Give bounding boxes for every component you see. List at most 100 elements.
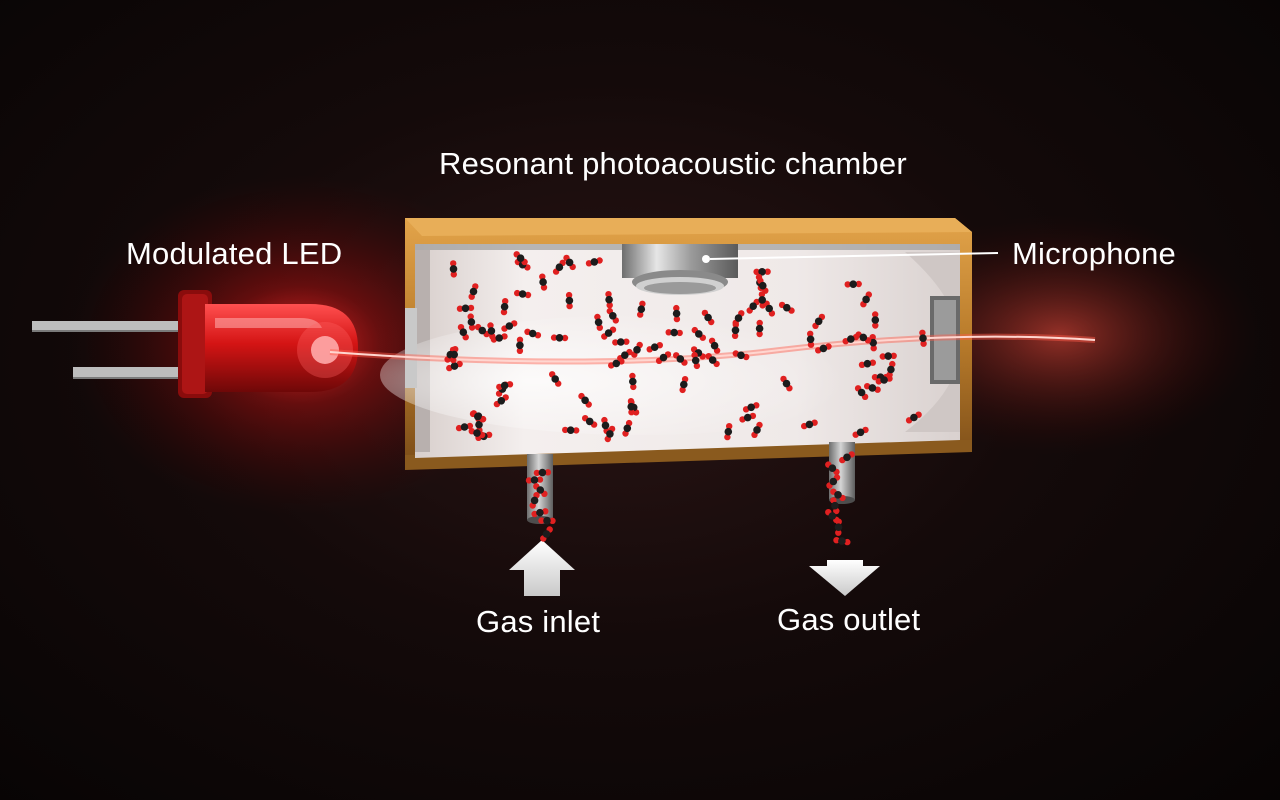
molecule-atom (566, 426, 575, 435)
molecule-atom (621, 351, 629, 360)
molecule-atom (872, 322, 879, 329)
molecule-atom (858, 361, 866, 368)
molecule-atom (452, 346, 459, 353)
molecule-atom (753, 426, 761, 434)
molecule-atom (758, 296, 766, 304)
molecule-atom (759, 281, 767, 290)
molecule-atom (629, 372, 636, 380)
gas-outlet-label: Gas outlet (777, 602, 921, 637)
molecule-atom (844, 281, 851, 288)
molecule-atom (505, 322, 514, 330)
molecule-atom (525, 477, 533, 484)
molecule-atom (862, 295, 870, 304)
molecule-atom (551, 375, 559, 383)
molecule-atom (542, 530, 551, 538)
molecule-atom (764, 268, 771, 275)
molecule-atom (673, 315, 681, 323)
arrow-down-icon (809, 560, 880, 596)
molecule-atom (834, 523, 843, 531)
molecule-atom (562, 426, 569, 434)
molecule-atom (673, 304, 680, 312)
molecule-atom (843, 453, 851, 462)
molecule-atom (665, 329, 672, 336)
arrow-up-icon (509, 540, 575, 596)
molecule-atom (455, 424, 463, 432)
molecule-atom (538, 468, 547, 477)
molecule-atom (605, 295, 613, 304)
molecule-atom (623, 424, 632, 433)
molecule-atom (536, 508, 544, 517)
molecule-atom (805, 420, 814, 429)
molecule-atom (679, 386, 686, 394)
molecule-atom (459, 328, 468, 337)
molecule-atom (849, 280, 857, 289)
molecule-atom (516, 341, 524, 350)
molecule-atom (807, 330, 814, 337)
molecule-atom (829, 477, 838, 486)
molecule-atom (478, 326, 487, 335)
molecule-atom (606, 302, 613, 309)
molecule-atom (731, 332, 739, 339)
molecule-atom (633, 346, 641, 354)
molecule-atom (920, 340, 927, 347)
molecule-atom (889, 360, 896, 368)
molecule-atom (637, 305, 646, 314)
molecule-atom (639, 300, 646, 307)
molecule-atom (814, 317, 823, 326)
molecule-atom (500, 308, 508, 316)
molecule-atom (516, 254, 525, 262)
molecule-atom (627, 398, 635, 405)
molecule-atom (518, 290, 527, 298)
molecule-atom (500, 381, 509, 390)
molecule-atom (497, 397, 506, 405)
molecule-atom (623, 338, 630, 345)
molecule-atom (847, 335, 855, 343)
molecule-atom (884, 352, 892, 360)
molecule-atom (872, 311, 879, 318)
molecule-atom (585, 417, 594, 426)
molecule-atom (487, 327, 496, 335)
molecule-atom (539, 273, 546, 280)
molecule-atom (601, 421, 610, 430)
molecule-atom (502, 298, 509, 305)
molecule-atom (612, 359, 621, 368)
molecule-atom (536, 476, 544, 483)
molecule-atom (880, 376, 888, 384)
molecule-atom (756, 319, 763, 327)
molecule-atom (857, 388, 866, 397)
molecule-atom (855, 280, 862, 288)
molecule-atom (561, 334, 569, 342)
molecule-atom (539, 278, 547, 286)
molecule-atom (869, 338, 877, 347)
molecule-atom (590, 258, 599, 266)
molecule-atom (530, 496, 539, 505)
gas-inlet-label: Gas inlet (476, 604, 601, 639)
molecule-atom (450, 260, 457, 267)
microphone-label: Microphone (1012, 236, 1176, 271)
molecule-atom (693, 362, 701, 370)
molecule-atom (566, 302, 573, 310)
molecule-atom (516, 347, 524, 354)
molecule-atom (731, 326, 740, 335)
molecule-atom (871, 374, 879, 381)
molecule-atom (806, 335, 815, 344)
molecule-atom (581, 396, 589, 405)
molecule-atom (659, 353, 668, 362)
molecule-atom (629, 377, 637, 386)
molecule-atom (528, 329, 537, 338)
molecule-atom (704, 313, 712, 322)
chamber-title-label: Resonant photoacoustic chamber (439, 146, 907, 181)
molecule-atom (819, 344, 828, 353)
molecule-atom (549, 517, 556, 524)
molecule-atom (670, 328, 678, 337)
molecule-atom (540, 284, 548, 291)
molecule-atom (609, 312, 617, 320)
molecule-atom (710, 341, 719, 350)
molecule-atom (879, 353, 886, 360)
molecule-atom (536, 486, 545, 494)
molecule-atom (724, 427, 733, 436)
molecule-atom (514, 289, 521, 297)
molecule-atom (565, 258, 574, 267)
molecule-atom (533, 469, 541, 477)
